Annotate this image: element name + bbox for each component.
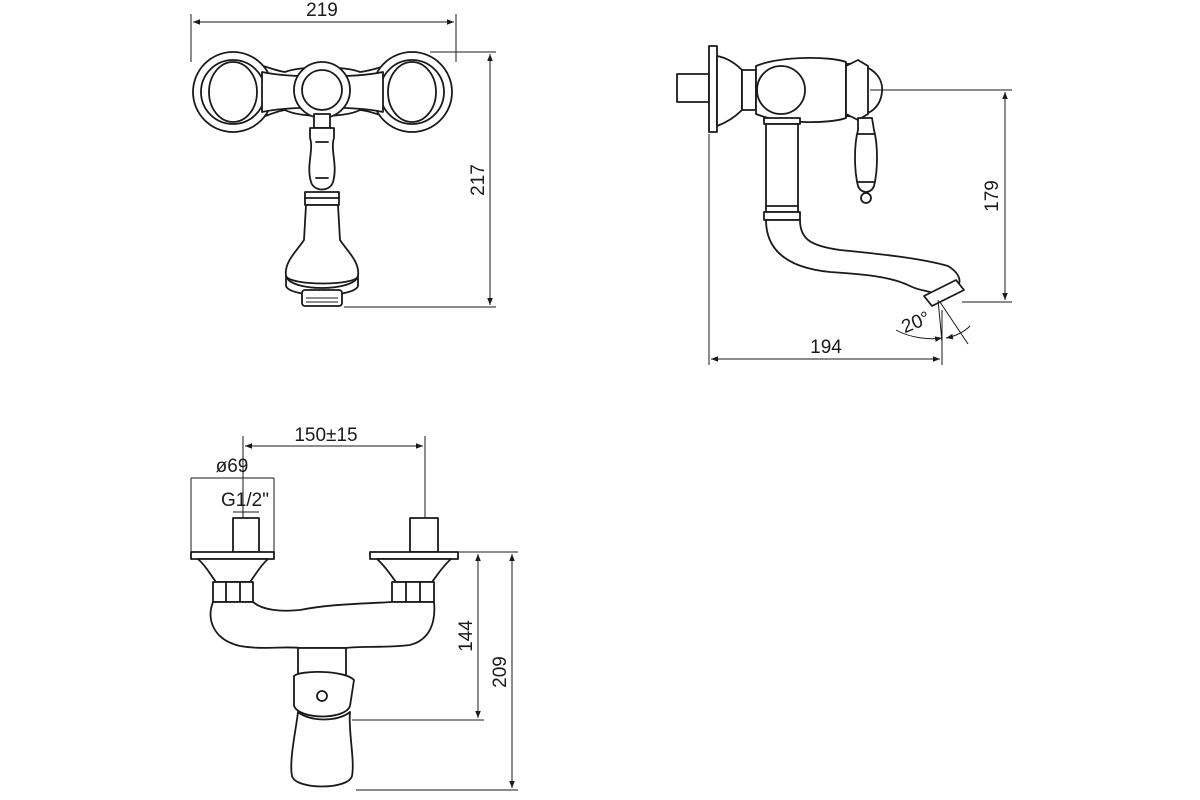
- dimension-thread: G1/2": [221, 490, 269, 513]
- dimension-body-height: 144: [352, 551, 518, 721]
- side-body: [755, 57, 883, 123]
- dimension-spacing: 150±15: [242, 425, 426, 520]
- dimension-flange: ø69: [190, 456, 275, 552]
- spout-height-label: 179: [982, 180, 1003, 212]
- side-wall-connection: [676, 45, 757, 133]
- thread-label: G1/2": [221, 490, 269, 511]
- dimension-spout-height: 179: [870, 89, 1012, 303]
- front-spout: [284, 191, 360, 307]
- side-lever: [854, 117, 878, 204]
- body-height-label: 144: [456, 620, 477, 652]
- side-spout: [763, 117, 965, 307]
- side-view: 179 20° 194: [676, 45, 1012, 365]
- spacing-label: 150±15: [294, 425, 357, 446]
- dimension-width: 219: [190, 0, 457, 62]
- bottom-spout: [290, 647, 355, 788]
- front-body: [192, 51, 453, 133]
- bottom-body: [209, 601, 436, 649]
- dimension-height: 217: [344, 51, 496, 308]
- dimension-angle: 20°: [895, 299, 971, 345]
- bottom-right-connection: [369, 517, 459, 603]
- total-height-label: 209: [490, 656, 511, 688]
- width-label: 219: [306, 0, 338, 21]
- height-label: 217: [468, 164, 489, 196]
- bottom-left-connection: [190, 517, 275, 603]
- angle-label: 20°: [899, 308, 934, 338]
- depth-label: 194: [810, 337, 842, 358]
- dimension-total-height: 209: [356, 554, 518, 791]
- front-view: 219: [190, 0, 496, 308]
- bottom-view: 150±15 ø69 G1/2": [190, 425, 518, 791]
- dimension-depth: 194: [708, 134, 943, 365]
- front-lever: [308, 113, 336, 191]
- flange-label: ø69: [216, 456, 249, 477]
